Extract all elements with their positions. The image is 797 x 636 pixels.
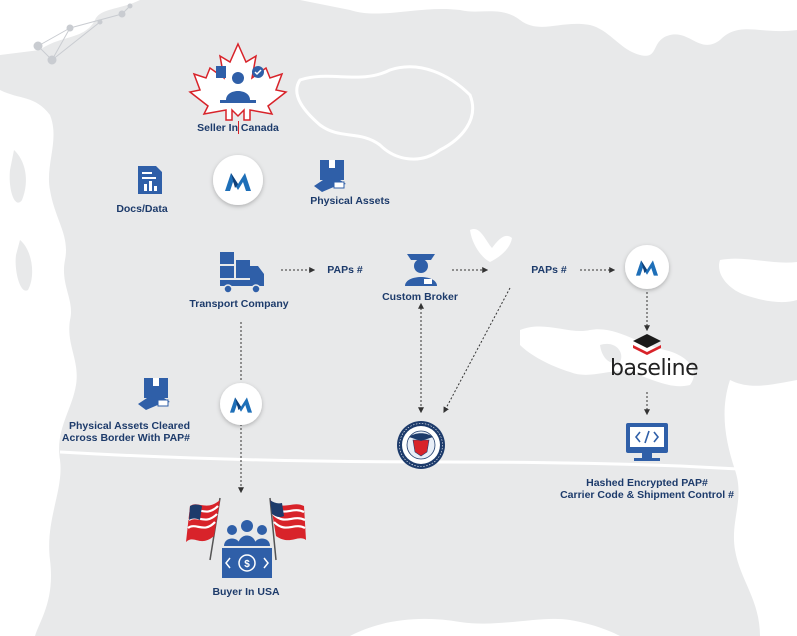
code-monitor-icon <box>626 423 668 461</box>
hashed-label-line1: Hashed Encrypted PAP# <box>586 477 708 489</box>
hashed-label-line2: Carrier Code & Shipment Control # <box>560 489 734 501</box>
buyer-label: Buyer In USA <box>212 586 280 598</box>
cleared-label-line1: Physical Assets Cleared <box>68 420 190 432</box>
transport-label: Transport Company <box>189 298 289 310</box>
svg-text:$: $ <box>244 559 250 570</box>
officer-icon <box>405 254 437 286</box>
paps-label-2: PAPs # <box>531 264 567 276</box>
paps-label-1: PAPs # <box>327 264 363 276</box>
cleared-label-line2: Across Border With PAP# <box>61 432 190 444</box>
package-hand-icon-cleared <box>138 378 170 410</box>
network-dots-decoration <box>33 3 133 65</box>
seller-label: Seller In Canada <box>197 122 279 134</box>
package-hand-icon <box>314 160 346 192</box>
arrow-network-to-dhs <box>443 287 511 414</box>
logo-circle-right <box>625 245 669 289</box>
baseline-wordmark: baseline <box>610 356 699 381</box>
broker-label: Custom Broker <box>382 291 458 303</box>
logo-circle-top <box>213 155 263 205</box>
document-chart-icon <box>138 166 162 194</box>
docs-label: Docs/Data <box>116 203 168 215</box>
baseline-layers-icon <box>633 334 661 355</box>
dhs-seal-icon <box>397 421 445 469</box>
connectors <box>238 267 650 494</box>
physical-assets-label: Physical Assets <box>310 195 390 207</box>
logo-circle-left <box>220 383 262 425</box>
us-flags-buyer-icon: $ <box>186 497 306 578</box>
maple-leaf-seller-icon <box>188 42 288 121</box>
truck-boxes-icon <box>220 252 264 294</box>
